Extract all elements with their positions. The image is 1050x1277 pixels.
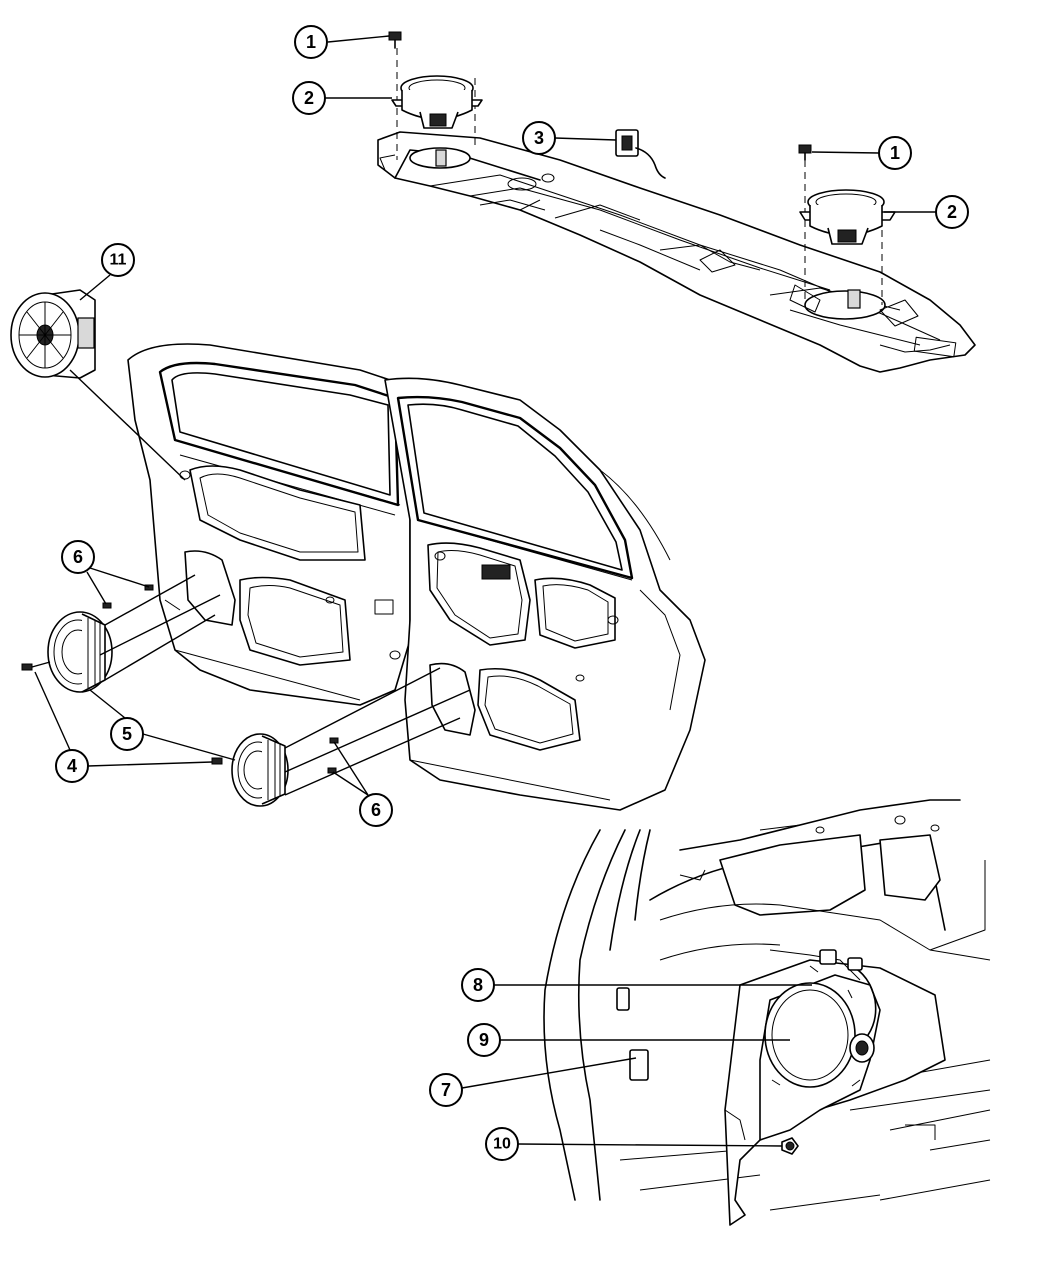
screw-icon — [21, 663, 33, 671]
instrument-panel-speaker — [799, 189, 896, 245]
rear-door-inner-panel — [384, 377, 706, 811]
callout-5: 5 — [89, 689, 236, 761]
callout-2: 2 — [884, 195, 969, 229]
subwoofer-enclosure — [724, 949, 946, 1226]
svg-text:7: 7 — [441, 1080, 451, 1100]
callout-9: 9 — [467, 1023, 790, 1057]
install-line — [31, 661, 51, 668]
screw-icon — [798, 144, 812, 161]
svg-text:8: 8 — [473, 975, 483, 995]
svg-text:10: 10 — [493, 1136, 511, 1153]
svg-text:1: 1 — [890, 143, 900, 163]
door-speaker — [231, 733, 289, 807]
instrument-panel-speaker — [391, 75, 483, 129]
svg-text:4: 4 — [67, 756, 77, 776]
callout-8: 8 — [461, 968, 812, 1002]
install-line — [99, 594, 221, 656]
clip-icon — [102, 584, 339, 774]
svg-text:2: 2 — [947, 202, 957, 222]
svg-text:11: 11 — [110, 252, 127, 269]
install-line — [284, 689, 471, 773]
leader-line — [69, 369, 186, 481]
instrument-panel-assembly — [377, 131, 976, 373]
callout-11: 11 — [79, 243, 135, 301]
install-line — [284, 717, 461, 796]
callout-6: 6 — [61, 540, 150, 605]
screw-icon — [388, 31, 402, 49]
front-door-inner-panel — [127, 343, 411, 706]
callout-4: 4 — [34, 671, 213, 783]
svg-text:6: 6 — [371, 800, 381, 820]
svg-text:9: 9 — [479, 1030, 489, 1050]
door-speaker — [47, 611, 113, 693]
callout-2: 2 — [292, 81, 392, 115]
screw-icon — [211, 757, 223, 765]
svg-text:1: 1 — [306, 32, 316, 52]
callout-10: 10 — [485, 1127, 783, 1161]
svg-text:3: 3 — [534, 128, 544, 148]
install-line — [104, 614, 216, 681]
wiring-connector — [615, 129, 666, 179]
svg-text:2: 2 — [304, 88, 314, 108]
callout-1: 1 — [294, 25, 390, 59]
bolt-icon — [781, 1137, 799, 1155]
install-line — [104, 574, 196, 626]
callout-3: 3 — [522, 121, 617, 155]
svg-text:5: 5 — [122, 724, 132, 744]
install-line — [284, 667, 441, 749]
door-speaker-large — [10, 289, 96, 379]
svg-text:6: 6 — [73, 547, 83, 567]
callout-6: 6 — [332, 741, 393, 827]
rear-quarter-panel — [543, 799, 991, 1211]
callout-7: 7 — [429, 1057, 637, 1107]
callout-1: 1 — [811, 136, 912, 170]
